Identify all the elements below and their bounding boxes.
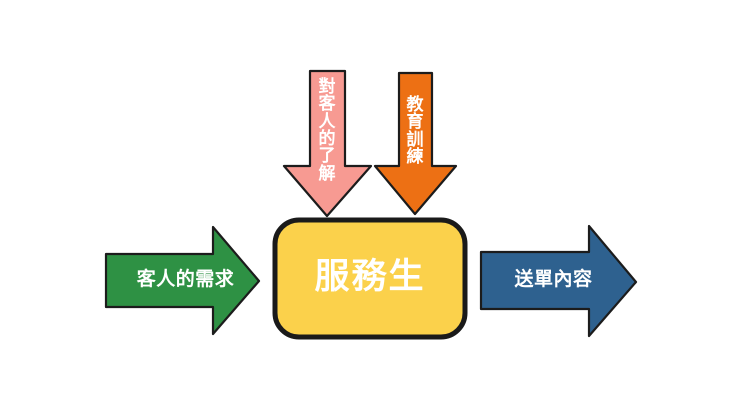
education-training-arrow[interactable] xyxy=(373,71,458,216)
customer-needs-arrow[interactable] xyxy=(104,225,261,336)
order-content-arrow[interactable] xyxy=(479,224,638,338)
customer-understanding-arrow[interactable] xyxy=(282,69,373,218)
waiter-box[interactable] xyxy=(272,217,468,340)
